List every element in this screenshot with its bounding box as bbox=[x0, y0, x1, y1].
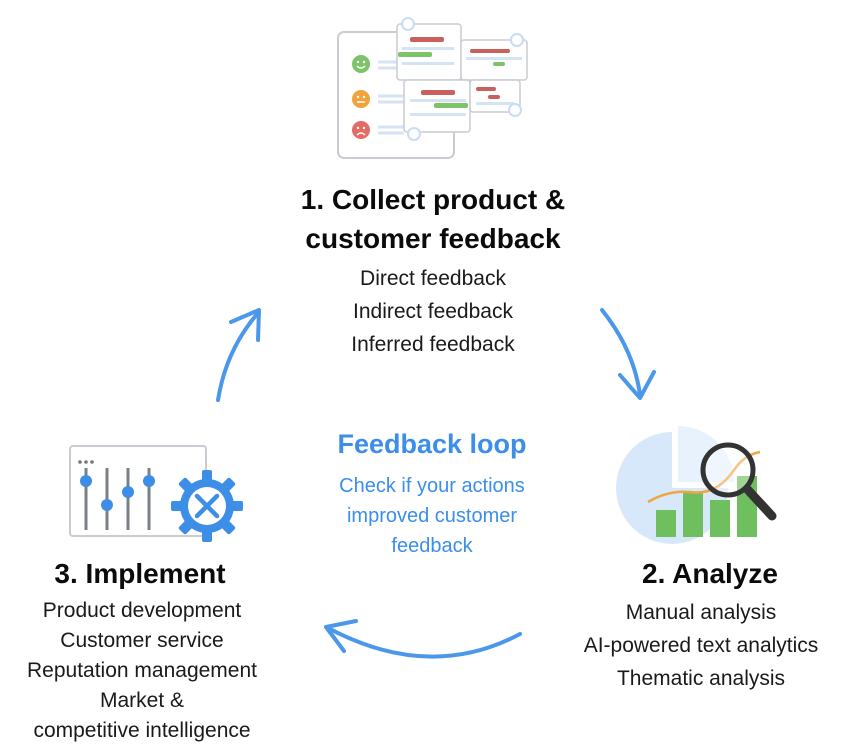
feedback-loop-line: feedback bbox=[391, 535, 473, 557]
feedback-loop-line: Check if your actions bbox=[339, 475, 525, 497]
list-item: Thematic analysis bbox=[616, 667, 786, 690]
implement-items: Product development Customer service Rep… bbox=[0, 596, 284, 746]
analyze-items: Manual analysis AI-powered text analytic… bbox=[555, 596, 847, 695]
arrow-analyze-to-implement bbox=[326, 626, 522, 659]
collect-title: 1. Collect product & customer feedback bbox=[223, 180, 643, 258]
implement-title: 3. Implement bbox=[54, 558, 226, 589]
smiley-positive-icon bbox=[352, 55, 370, 73]
list-item: competitive intelligence bbox=[33, 719, 251, 742]
list-item: Indirect feedback bbox=[353, 300, 513, 323]
collect-items: Direct feedback Indirect feedback Inferr… bbox=[283, 262, 583, 361]
smiley-negative-icon bbox=[352, 121, 370, 139]
list-item: Manual analysis bbox=[625, 601, 777, 624]
feedback-loop-description: Check if your actions improved customer … bbox=[292, 471, 572, 561]
list-item: Customer service bbox=[60, 629, 224, 652]
list-item: Direct feedback bbox=[360, 267, 506, 290]
collect-title-line: customer feedback bbox=[305, 223, 561, 254]
list-item: AI-powered text analytics bbox=[583, 634, 819, 657]
collect-title-line: 1. Collect product & bbox=[300, 184, 566, 215]
list-item: Reputation management bbox=[27, 659, 257, 682]
feedback-loop-title: Feedback loop bbox=[337, 429, 527, 459]
list-item: Product development bbox=[42, 599, 242, 622]
smiley-neutral-icon bbox=[352, 90, 370, 108]
analyze-title: 2. Analyze bbox=[642, 558, 778, 589]
list-item: Market & bbox=[99, 689, 185, 712]
arrow-collect-to-analyze bbox=[600, 308, 642, 397]
arrow-implement-to-collect bbox=[216, 311, 260, 402]
list-item: Inferred feedback bbox=[351, 333, 515, 356]
feedback-loop-line: improved customer bbox=[346, 505, 518, 527]
